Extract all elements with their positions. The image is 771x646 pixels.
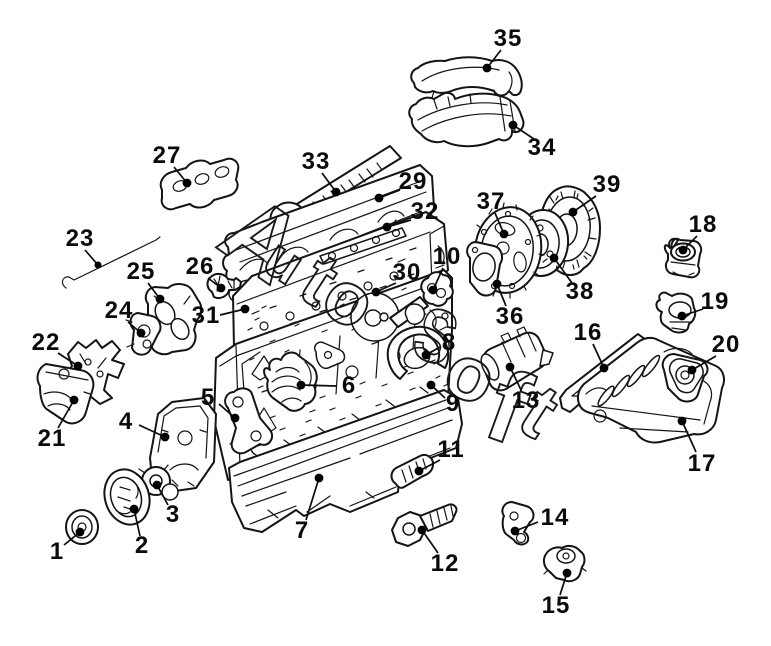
svg-text:20: 20 [712,331,741,358]
svg-text:19: 19 [701,288,730,315]
svg-text:32: 32 [411,198,440,225]
svg-text:22: 22 [32,329,61,356]
svg-text:13: 13 [512,387,541,414]
svg-text:12: 12 [431,550,460,577]
svg-text:9: 9 [446,390,460,417]
svg-text:4: 4 [119,408,133,435]
svg-text:2: 2 [135,532,149,559]
svg-text:27: 27 [153,142,182,169]
svg-text:16: 16 [574,319,603,346]
svg-text:29: 29 [399,168,428,195]
svg-text:11: 11 [437,436,464,463]
svg-text:37: 37 [477,188,506,215]
svg-text:24: 24 [105,297,134,324]
svg-text:7: 7 [295,517,309,544]
svg-text:26: 26 [186,253,215,280]
svg-text:25: 25 [127,258,156,285]
svg-text:6: 6 [342,372,356,399]
svg-text:21: 21 [38,425,67,452]
svg-text:10: 10 [433,243,462,270]
svg-text:33: 33 [302,148,331,175]
svg-text:35: 35 [494,25,523,52]
svg-text:39: 39 [593,171,622,198]
svg-text:3: 3 [166,501,180,528]
svg-text:30: 30 [393,259,422,286]
svg-text:15: 15 [542,592,571,619]
svg-text:8: 8 [442,329,456,356]
svg-text:5: 5 [201,384,215,411]
svg-text:14: 14 [541,504,570,531]
svg-text:18: 18 [689,211,718,238]
svg-text:31: 31 [192,302,221,329]
svg-text:36: 36 [496,303,525,330]
svg-text:17: 17 [688,450,717,477]
svg-text:38: 38 [566,278,595,305]
svg-text:1: 1 [50,538,64,565]
svg-text:23: 23 [66,225,95,252]
